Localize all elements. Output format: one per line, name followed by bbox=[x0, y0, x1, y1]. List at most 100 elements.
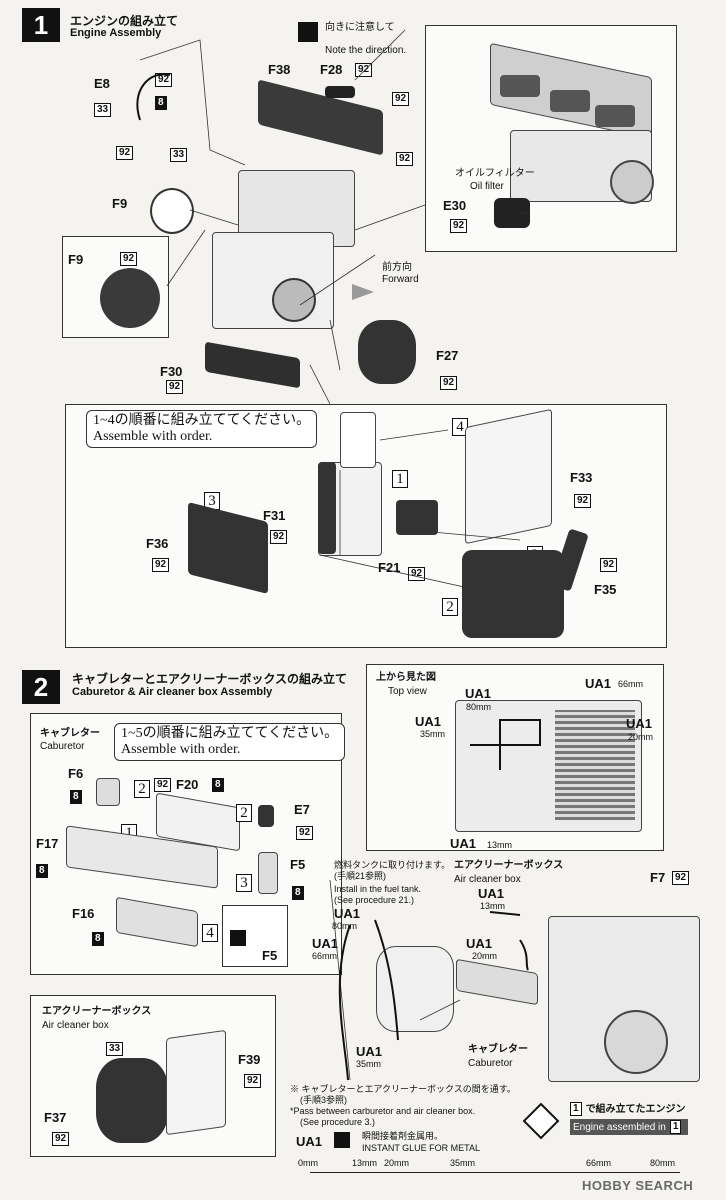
tag-8: 8 bbox=[70, 790, 82, 804]
tag-8: 8 bbox=[36, 864, 48, 878]
ua1-66-length: 66mm bbox=[618, 679, 644, 689]
crankcase-cover bbox=[272, 278, 316, 322]
seq2-4: 4 bbox=[202, 924, 218, 942]
direction-note-icon bbox=[298, 22, 318, 42]
fuel-note-en2: (See procedure 21.) bbox=[334, 895, 415, 905]
tag-92: 92 bbox=[152, 558, 170, 572]
step-2-title-en: Caburetor & Air cleaner box Assembly bbox=[72, 686, 273, 698]
label-f5: F5 bbox=[290, 857, 306, 872]
step-1-title-en: Engine Assembly bbox=[70, 27, 162, 39]
tag-92: 92 bbox=[270, 530, 288, 544]
oil-filter-label-en: Oil filter bbox=[470, 181, 504, 192]
fuel-note-jp2: (手順21参照) bbox=[334, 871, 387, 881]
label-f39: F39 bbox=[238, 1052, 261, 1067]
ua1-66b-length: 66mm bbox=[312, 951, 338, 961]
top-view-jp: 上から見た図 bbox=[376, 672, 436, 683]
ruler-line bbox=[310, 1172, 680, 1173]
label-f17: F17 bbox=[36, 836, 59, 851]
ua1-20b-label: UA1 bbox=[466, 936, 493, 951]
label-f9: F9 bbox=[112, 196, 128, 211]
step-ref-1: 1 bbox=[570, 1102, 582, 1116]
seq2-2: 2 bbox=[134, 780, 150, 798]
ua1-13b-length: 13mm bbox=[480, 901, 506, 911]
label-e7: E7 bbox=[294, 802, 310, 817]
part-f6 bbox=[96, 778, 120, 806]
tag-92: 92 bbox=[166, 380, 184, 394]
part-f27 bbox=[358, 320, 416, 384]
crankcase bbox=[212, 232, 334, 329]
tag-33: 33 bbox=[170, 148, 188, 162]
carb-title-jp: キャブレター bbox=[40, 728, 100, 739]
order-note-en: Assemble with order. bbox=[93, 429, 213, 444]
step-1-order-note: 1~4の順番に組み立ててください。 Assemble with order. bbox=[86, 410, 318, 448]
label-f7: F7 bbox=[650, 870, 666, 885]
forward-arrow-icon bbox=[352, 284, 374, 300]
ruler-20: 20mm bbox=[384, 1158, 410, 1168]
tag-8: 8 bbox=[212, 778, 224, 792]
label-f28: F28 bbox=[320, 62, 343, 77]
engine-illustration bbox=[480, 40, 660, 210]
fuel-note-jp: 燃料タンクに取り付けます。 bbox=[334, 860, 451, 870]
top-view-en: Top view bbox=[388, 686, 427, 697]
label-f27: F27 bbox=[436, 348, 459, 363]
label-f30: F30 bbox=[160, 364, 183, 379]
top-view-cylinders bbox=[555, 710, 635, 820]
air-cleaner-title-en: Air cleaner box bbox=[42, 1020, 109, 1031]
f5-detail-icon bbox=[230, 930, 246, 946]
step-1-title-jp: エンジンの組み立て bbox=[70, 14, 179, 28]
tag-8: 8 bbox=[155, 96, 167, 110]
tag-92: 92 bbox=[392, 92, 410, 106]
part-e7 bbox=[258, 805, 274, 827]
carb2-jp: キャブレター bbox=[468, 1044, 528, 1055]
air-cleaner2-jp: エアクリーナーボックス bbox=[454, 860, 564, 871]
tag-8: 8 bbox=[92, 932, 104, 946]
label-f20: F20 bbox=[176, 777, 199, 792]
step-2-order-note: 1~5の順番に組み立ててください。 Assemble with order. bbox=[114, 723, 346, 761]
tag-92: 92 bbox=[52, 1132, 70, 1146]
direction-note-en: Note the direction. bbox=[325, 45, 407, 56]
label-f33: F33 bbox=[570, 470, 593, 485]
tag-33: 33 bbox=[94, 103, 112, 117]
label-f5-detail: F5 bbox=[262, 948, 278, 963]
tag-92: 92 bbox=[154, 778, 172, 792]
tag-92: 92 bbox=[574, 494, 592, 508]
legend-glue-en: INSTANT GLUE FOR METAL bbox=[362, 1143, 481, 1153]
part-f9-detail bbox=[100, 268, 160, 328]
step-2-title-jp: キャブレターとエアクリーナーボックスの組み立て bbox=[72, 672, 348, 686]
engine-assembled-en: Engine assembled in bbox=[573, 1121, 666, 1133]
part-f31-top bbox=[340, 412, 376, 468]
tag-92: 92 bbox=[244, 1074, 262, 1088]
carb-title-en: Caburetor bbox=[40, 741, 85, 752]
fuel-note-en: Install in the fuel tank. bbox=[334, 884, 422, 894]
pass-note-en: *Pass between carburetor and air cleaner… bbox=[290, 1106, 476, 1116]
ua1-20-length: 20mm bbox=[628, 732, 654, 742]
ua1-80-length: 80mm bbox=[466, 702, 492, 712]
legend-code: UA1 bbox=[296, 1134, 323, 1149]
seq2-3: 3 bbox=[236, 874, 252, 892]
air-cleaner-title-jp: エアクリーナーボックス bbox=[42, 1006, 152, 1017]
engine-assembly-clutch-cover bbox=[604, 1010, 668, 1074]
tag-8: 8 bbox=[292, 886, 304, 900]
ua1-13b-label: UA1 bbox=[478, 886, 505, 901]
ruler-0: 0mm bbox=[298, 1158, 318, 1168]
label-f38: F38 bbox=[268, 62, 291, 77]
legend-glue-jp: 瞬間接着剤金属用。 bbox=[362, 1131, 444, 1141]
tag-92: 92 bbox=[120, 252, 138, 266]
ua1-35-label: UA1 bbox=[415, 714, 442, 729]
part-f9 bbox=[150, 188, 194, 234]
air-cleaner-assembly-part bbox=[376, 946, 454, 1032]
engine-assembled-jp: で組み立てたエンジン bbox=[585, 1103, 686, 1115]
ua1-13-length: 13mm bbox=[487, 840, 513, 850]
legend-glue-icon bbox=[334, 1132, 350, 1148]
ua1-35b-label: UA1 bbox=[356, 1044, 383, 1059]
ua1-66b-label: UA1 bbox=[312, 936, 339, 951]
direction-note-jp: 向きに注意して bbox=[325, 22, 395, 33]
ruler-66: 66mm bbox=[586, 1158, 612, 1168]
part-f28 bbox=[325, 86, 355, 98]
ua1-20-label: UA1 bbox=[626, 716, 653, 731]
part-f37 bbox=[96, 1058, 168, 1143]
ruler-13: 13mm bbox=[352, 1158, 378, 1168]
part-f21 bbox=[396, 500, 438, 535]
ua1-80-label: UA1 bbox=[465, 686, 492, 701]
